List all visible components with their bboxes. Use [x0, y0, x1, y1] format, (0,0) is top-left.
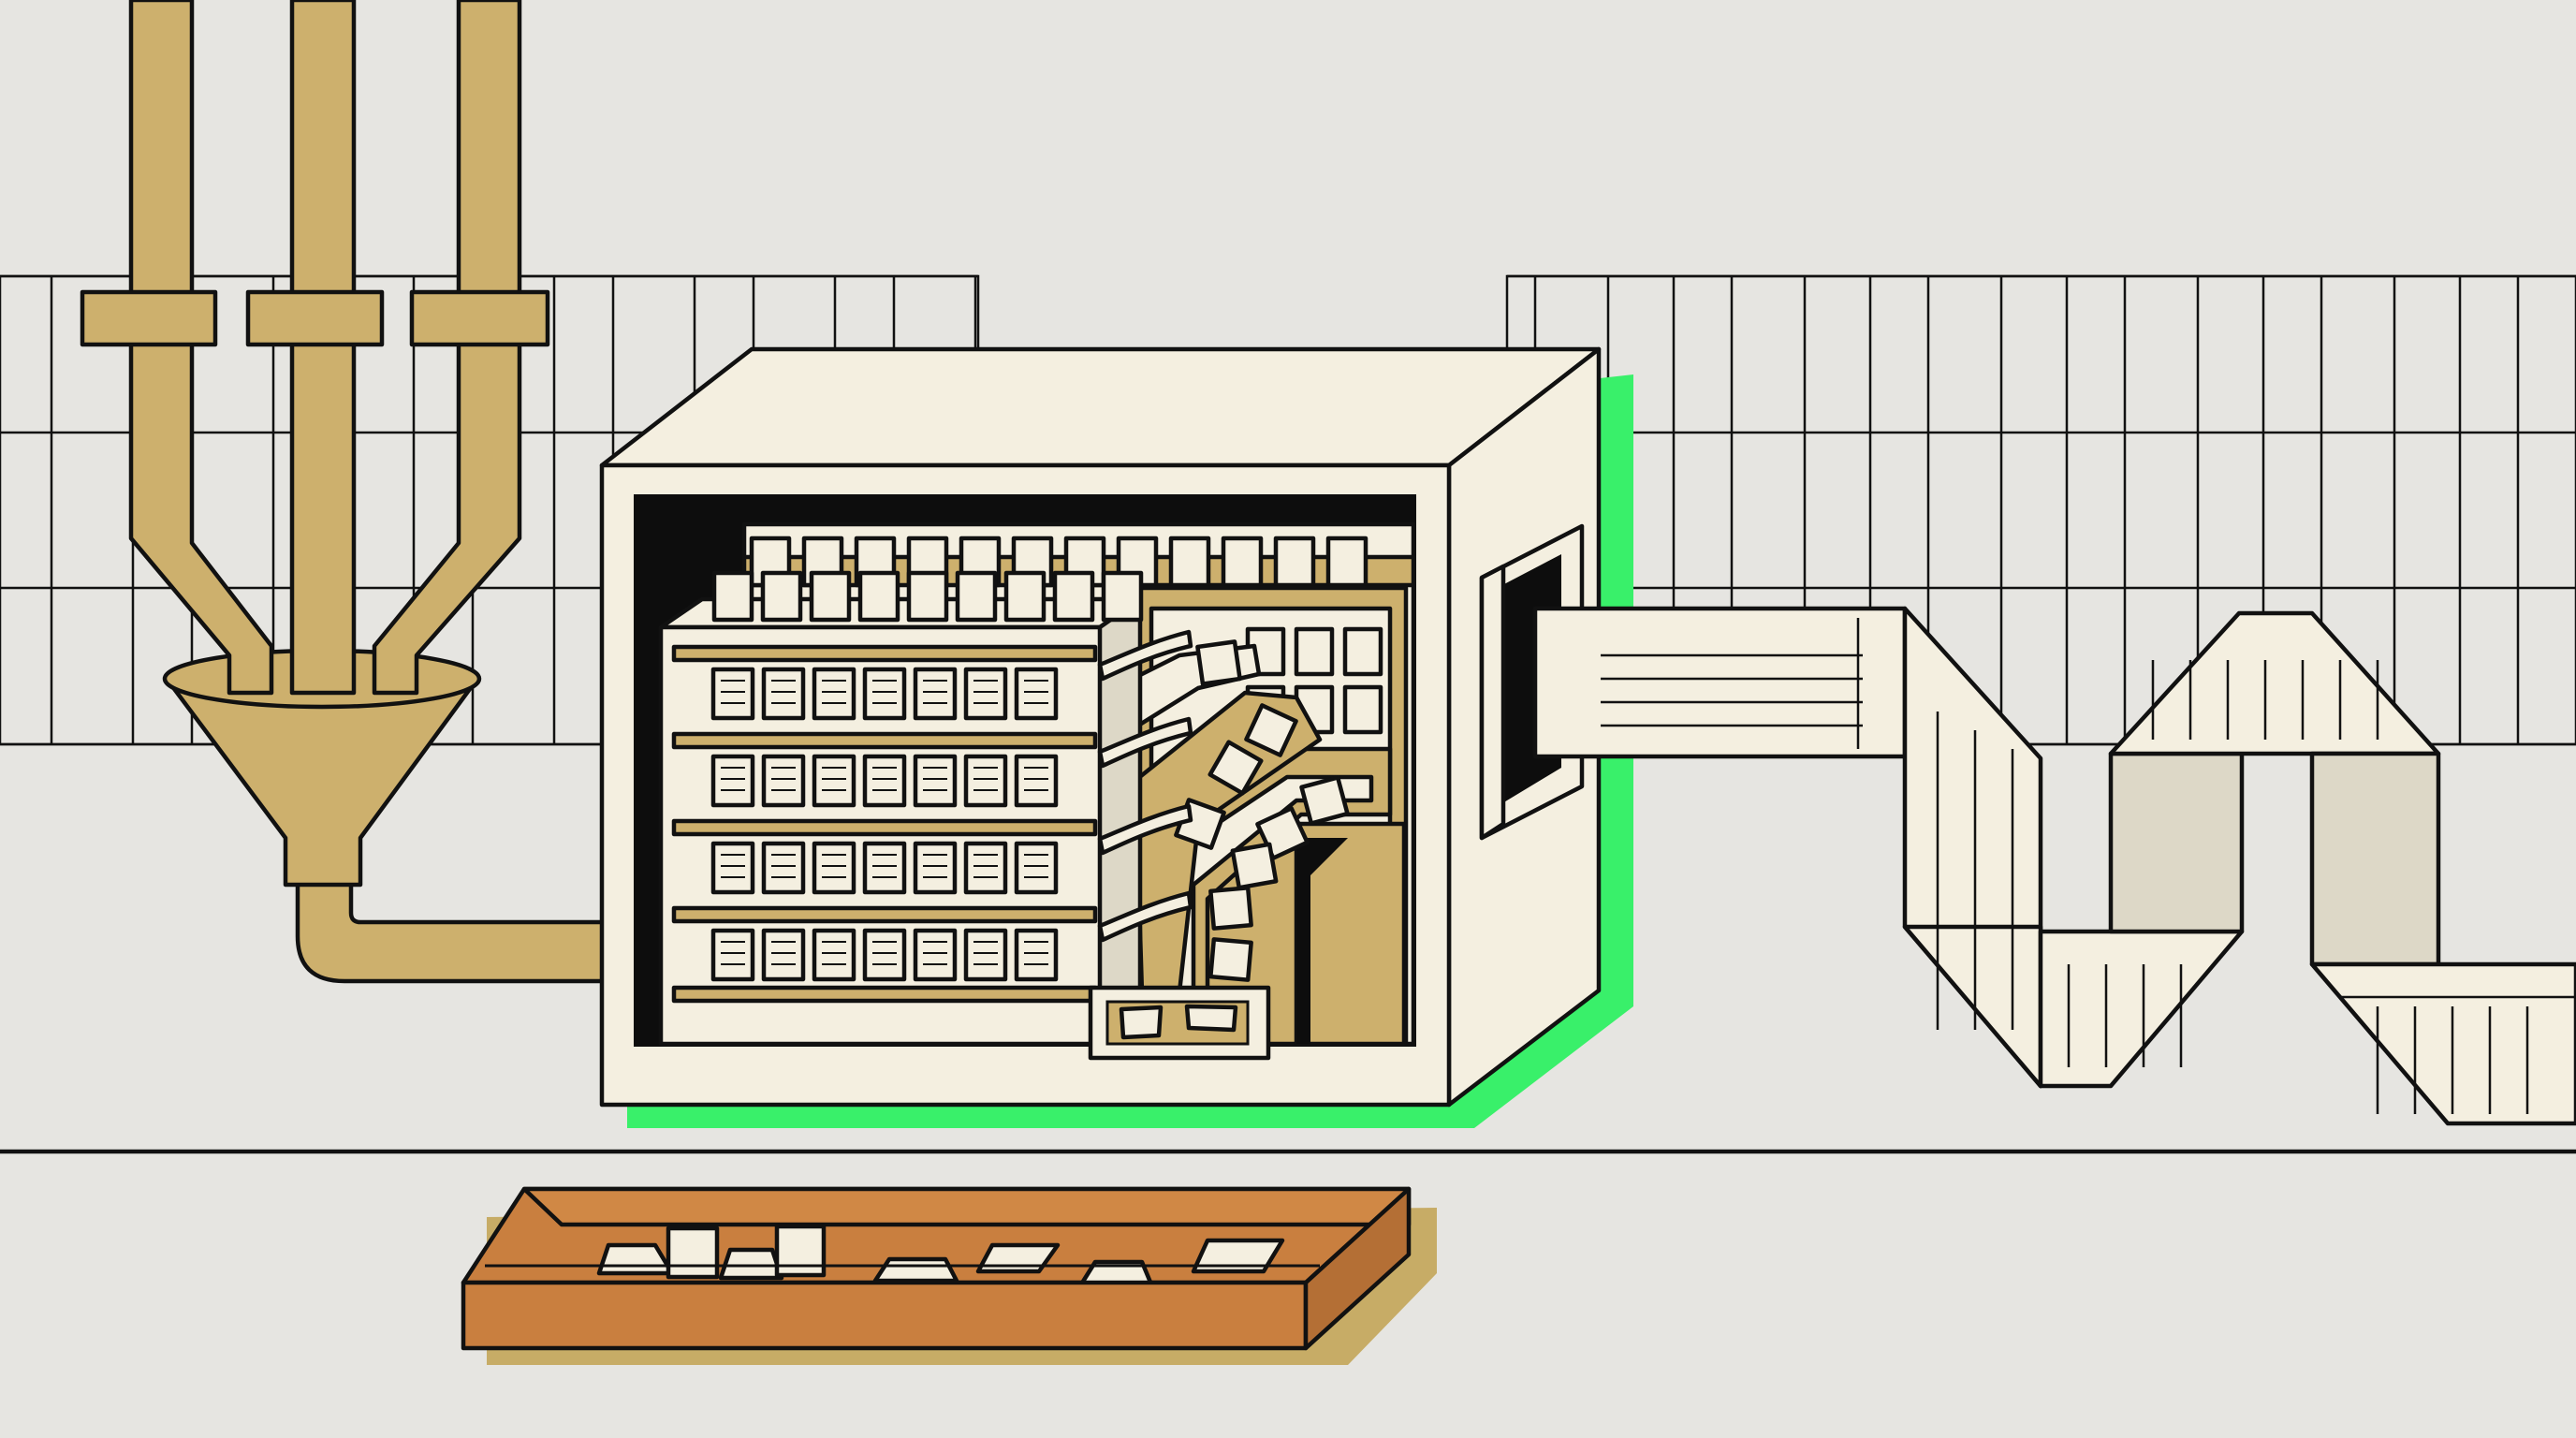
- drawer-card-2: [1184, 1004, 1238, 1033]
- conveyor-card-1: [1195, 639, 1242, 686]
- ribbon-segment-1: [1532, 606, 1908, 759]
- shelf-board-4: [671, 905, 1098, 924]
- shelf-card-4-7: [1014, 928, 1059, 982]
- side-card-6: [1342, 684, 1383, 735]
- back-top-card-11: [1273, 536, 1316, 588]
- front-top-card-2: [760, 570, 803, 623]
- machine-top: [599, 346, 1602, 468]
- shelf-feed-strip-1: [1097, 629, 1193, 682]
- conveyor-card-3: [1208, 740, 1264, 796]
- shelf-card-2-3: [812, 754, 856, 808]
- ribbon-rules: [1601, 618, 2576, 1114]
- shelf-card-2-6: [963, 754, 1008, 808]
- shelf-card-1-5: [913, 667, 958, 721]
- conveyor-card-2: [1244, 703, 1298, 757]
- tray-side: [1303, 1186, 1412, 1351]
- shelf-card-4-1: [710, 928, 755, 982]
- card-tray: [461, 1186, 1437, 1365]
- clamp-right: [409, 289, 550, 347]
- back-top-card-10: [1221, 536, 1264, 588]
- tray-flat-card-2: [718, 1247, 784, 1281]
- shelf-card-1-7: [1014, 667, 1059, 721]
- front-top-card-6: [955, 570, 998, 623]
- output-drawer: [1088, 985, 1271, 1061]
- shelf-card-1-6: [963, 667, 1008, 721]
- shelf-card-3-7: [1014, 841, 1059, 895]
- front-top-card-4: [857, 570, 900, 623]
- tray-back-wall: [521, 1186, 1412, 1227]
- port-rim: [1479, 564, 1506, 841]
- pipe-clamps: [80, 289, 550, 347]
- shelf-card-2-2: [761, 754, 806, 808]
- conveyor-card-9: [1208, 937, 1253, 982]
- shelf-card-1-3: [812, 667, 856, 721]
- shelf-card-4-4: [862, 928, 907, 982]
- tray-front: [461, 1280, 1309, 1351]
- side-card-3: [1342, 626, 1383, 677]
- shelf-card-2-7: [1014, 754, 1059, 808]
- shelf-card-2-4: [862, 754, 907, 808]
- shelf-card-1-1: [710, 667, 755, 721]
- shelf-feed-strip-4: [1097, 890, 1193, 943]
- shelf-feed-strip-2: [1097, 716, 1193, 769]
- front-top-card-1: [711, 570, 754, 623]
- shelf-card-2-5: [913, 754, 958, 808]
- front-top-card-8: [1052, 570, 1095, 623]
- shelf-card-4-3: [812, 928, 856, 982]
- conveyor-cards: [1174, 639, 1350, 1033]
- shelf-card-3-5: [913, 841, 958, 895]
- shelf-card-1-4: [862, 667, 907, 721]
- clamp-left: [80, 289, 218, 347]
- sorting-machine: [599, 346, 1633, 1128]
- shelf-board-3: [671, 818, 1098, 837]
- front-top-card-9: [1101, 570, 1144, 623]
- ribbon-segment-8: [2309, 961, 2576, 1126]
- drawer-card-1: [1119, 1005, 1164, 1040]
- tray-standing-card-1: [666, 1225, 720, 1280]
- shelf-feed-strip-3: [1097, 803, 1193, 856]
- tray-flat-card-6: [1191, 1238, 1285, 1274]
- conveyor-card-5: [1299, 775, 1350, 826]
- shelf-rows: [671, 629, 1193, 1004]
- pipe-right: [372, 0, 522, 696]
- side-card-2: [1294, 626, 1335, 677]
- paper-ribbon: [1532, 606, 2576, 1126]
- tray-standing-card-2: [774, 1224, 827, 1278]
- shelf-card-4-5: [913, 928, 958, 982]
- shelf-card-1-2: [761, 667, 806, 721]
- shelf-card-2-1: [710, 754, 755, 808]
- shelf-card-4-2: [761, 928, 806, 982]
- conveyor-card-8: [1208, 886, 1253, 931]
- shelf-board-2: [671, 731, 1098, 750]
- pipe-system: [80, 0, 611, 984]
- shelf-card-3-2: [761, 841, 806, 895]
- front-top-cards: [711, 570, 1144, 623]
- front-top-card-3: [809, 570, 852, 623]
- shelf-card-3-6: [963, 841, 1008, 895]
- front-top-card-7: [1003, 570, 1046, 623]
- clamp-center: [245, 289, 385, 347]
- shelf-board-1: [671, 644, 1098, 663]
- output-bin-slot: [1296, 838, 1348, 1044]
- ribbon-segment-5: [2108, 751, 2245, 934]
- pipe-left: [128, 0, 274, 696]
- back-top-card-9: [1168, 536, 1211, 588]
- tray-flat-card-3: [872, 1256, 959, 1284]
- shelf-board-bottom: [671, 985, 1098, 1004]
- conveyor-card-7: [1230, 842, 1279, 890]
- ribbon-segment-7: [2309, 751, 2441, 967]
- back-top-card-12: [1325, 536, 1368, 588]
- shelf-card-3-1: [710, 841, 755, 895]
- shelf-card-4-6: [963, 928, 1008, 982]
- front-top-card-5: [906, 570, 949, 623]
- shelf-card-3-4: [862, 841, 907, 895]
- shelf-card-3-3: [812, 841, 856, 895]
- shelf-unit: [658, 570, 1193, 1047]
